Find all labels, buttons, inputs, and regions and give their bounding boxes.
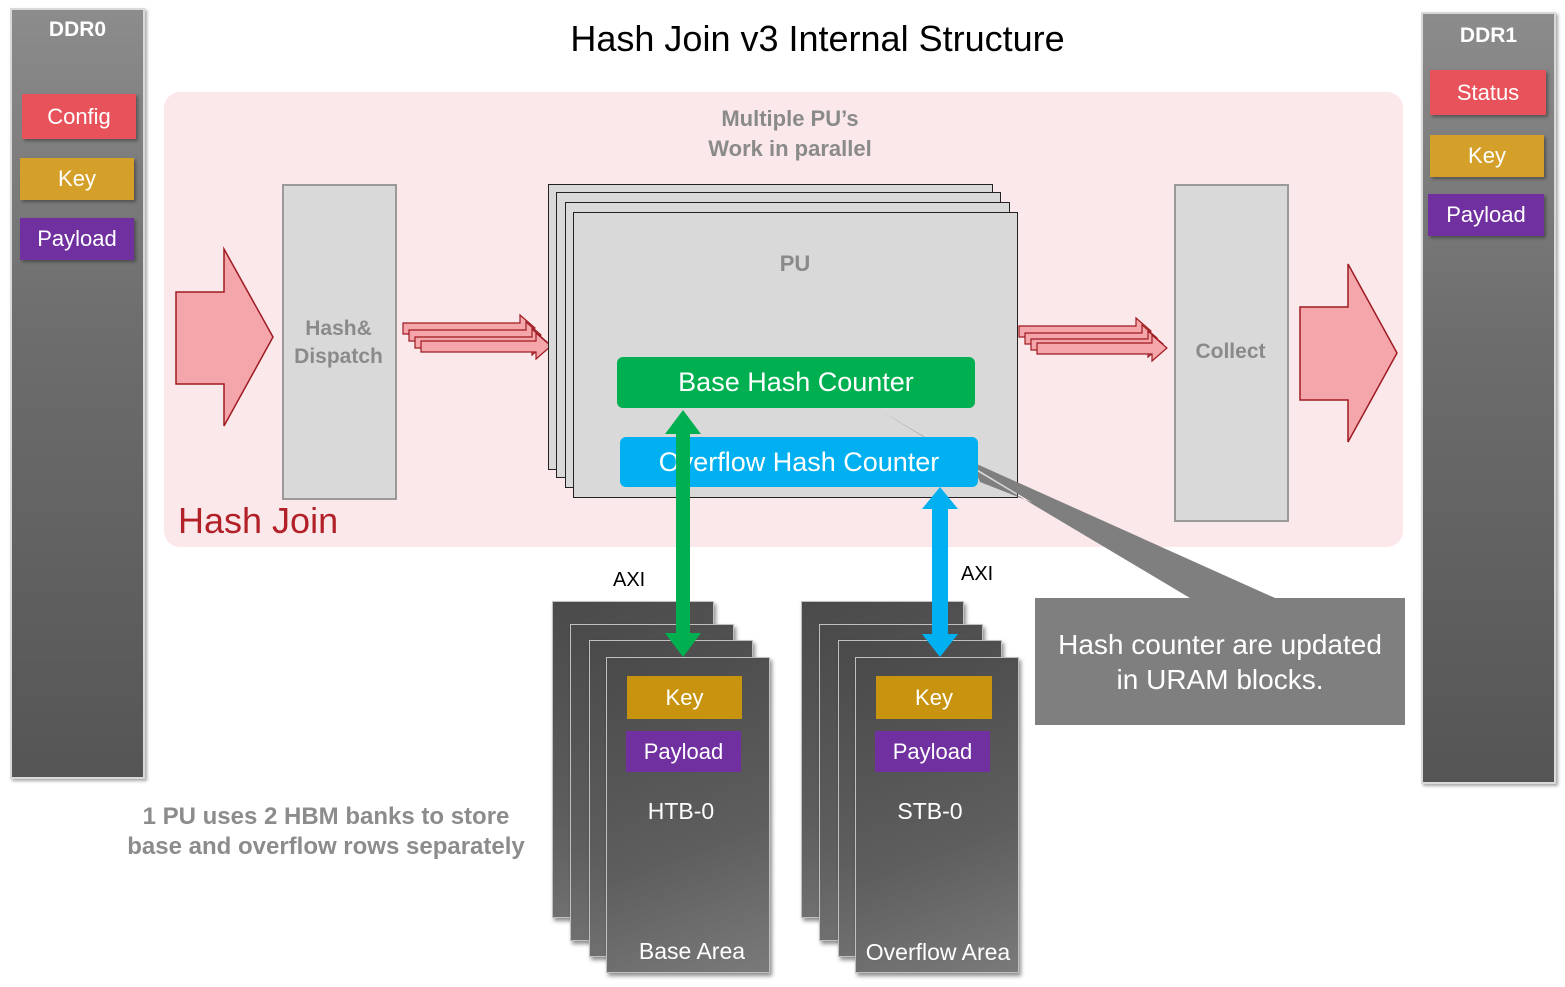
axi-right-label: AXI <box>961 563 994 585</box>
base-bank-name: HTB-0 <box>647 798 715 824</box>
input-arrow <box>175 246 274 427</box>
dispatch-arrows <box>402 313 552 361</box>
parallel-note-line1: Multiple PU’s <box>721 106 859 131</box>
ddr0-config-block: Config <box>22 94 136 139</box>
ddr0-column: DDR0 Config Key Payload <box>10 8 145 779</box>
uram-callout-line1: Hash counter are updated <box>1058 628 1382 660</box>
pu-title: PU <box>779 251 811 276</box>
axi-left-label: AXI <box>613 569 646 591</box>
axi-blue-arrow <box>922 487 958 657</box>
ddr1-payload-block: Payload <box>1428 194 1544 236</box>
ddr1-status-block: Status <box>1430 70 1546 115</box>
axi-green-arrow <box>665 410 701 657</box>
uram-callout-line2: in URAM blocks. <box>1116 663 1324 695</box>
overflow-bank-area: Overflow Area <box>865 939 1011 965</box>
base-bank-area: Base Area <box>638 938 746 964</box>
hash-dispatch-label-line1: Hash& <box>305 317 372 340</box>
hash-dispatch-block <box>282 184 397 500</box>
ddr1-column: DDR1 Status Key Payload <box>1421 12 1556 784</box>
hash-dispatch-label-line2: Dispatch <box>294 345 383 368</box>
ddr0-title: DDR0 <box>48 18 107 41</box>
collect-arrows <box>1018 316 1168 363</box>
collect-label: Collect <box>1195 340 1266 363</box>
collect-block <box>1174 184 1289 522</box>
output-arrow <box>1299 263 1398 443</box>
base-hash-counter: Base Hash Counter <box>617 357 975 408</box>
hash-join-label: Hash Join <box>178 500 339 541</box>
ddr0-payload-block: Payload <box>20 218 134 260</box>
overflow-bank-name: STB-0 <box>897 798 963 824</box>
base-bank-payload: Payload <box>626 731 741 772</box>
overflow-bank-key: Key <box>876 676 992 719</box>
uram-callout: Hash counter are updated in URAM blocks. <box>1035 598 1405 725</box>
base-bank-key: Key <box>627 676 742 719</box>
overflow-bank-payload: Payload <box>875 731 990 772</box>
hbm-note-line2: base and overflow rows separately <box>127 833 525 860</box>
ddr0-key-block: Key <box>20 158 134 200</box>
hbm-note-line1: 1 PU uses 2 HBM banks to store <box>142 803 510 830</box>
parallel-note-line2: Work in parallel <box>708 136 872 161</box>
ddr1-key-block: Key <box>1430 135 1544 177</box>
ddr1-title: DDR1 <box>1459 24 1518 47</box>
diagram-title: Hash Join v3 Internal Structure <box>570 18 1065 59</box>
